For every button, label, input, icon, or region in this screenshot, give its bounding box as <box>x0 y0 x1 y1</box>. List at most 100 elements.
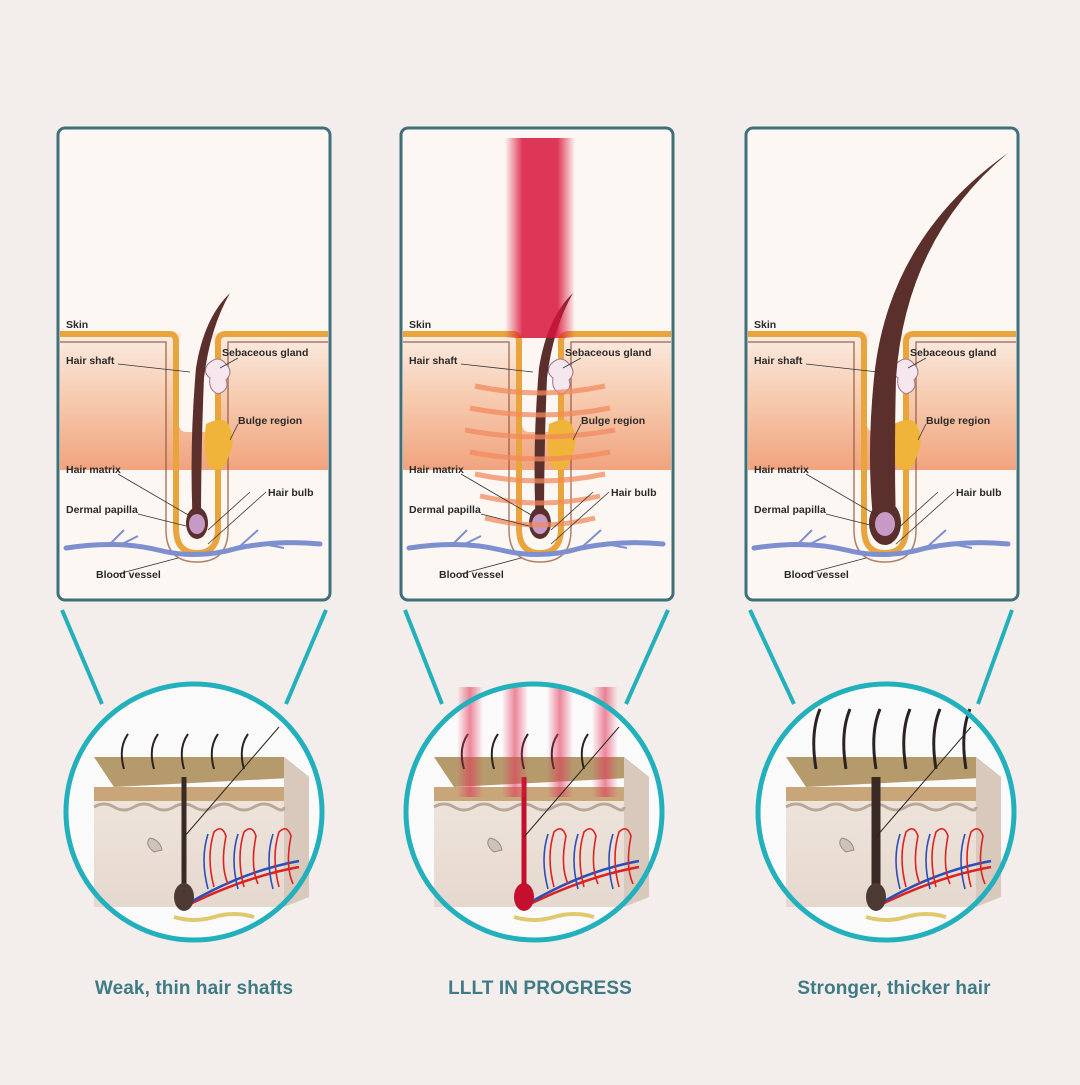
blood-vessel-branches <box>450 529 628 549</box>
light-wave <box>474 383 606 396</box>
dermal-papilla <box>875 512 895 536</box>
laser-beam <box>547 687 573 797</box>
hair-shaft <box>870 153 1008 528</box>
caption-lllt: LLLT IN PROGRESS <box>448 978 632 999</box>
label-hair-matrix: Hair matrix <box>754 464 809 476</box>
hair-shaft <box>534 293 573 528</box>
vein <box>528 859 640 905</box>
panel-background <box>401 128 673 600</box>
capillary-loop <box>203 833 209 890</box>
fat-cells <box>173 912 255 922</box>
blood-vessel <box>63 540 323 557</box>
epidermis-layer <box>786 787 976 801</box>
label-hair-bulb: Hair bulb <box>268 487 314 499</box>
label-sebaceous-gland: Sebaceous gland <box>910 347 996 359</box>
label-skin: Skin <box>66 319 88 331</box>
laser-beam <box>502 687 528 797</box>
pointer-line <box>523 726 620 838</box>
hair-strand <box>902 708 912 770</box>
capillary-loop <box>925 833 931 890</box>
capillary-loop <box>573 833 579 890</box>
label-hair-bulb: Hair bulb <box>956 487 1002 499</box>
light-wave <box>479 493 601 506</box>
capillary-loop <box>966 828 986 888</box>
label-sebaceous-gland: Sebaceous gland <box>565 347 651 359</box>
light-wave <box>464 427 616 440</box>
label-hair-bulb: Hair bulb <box>611 487 657 499</box>
panel-frame <box>744 126 1020 602</box>
hair-strand <box>812 708 822 770</box>
follicle-bulb <box>866 883 886 911</box>
vein <box>188 859 300 905</box>
label-hair-matrix: Hair matrix <box>66 464 121 476</box>
label-bulge-region: Bulge region <box>926 415 990 427</box>
label-dermal-papilla: Dermal papilla <box>754 504 826 516</box>
hair-strand <box>210 733 219 770</box>
epidermis-layer <box>94 787 284 801</box>
capillary-loop <box>543 833 549 890</box>
gland <box>839 837 855 853</box>
scalp-top-face <box>786 757 1001 787</box>
circle-ring <box>403 681 665 943</box>
scalp-top-face <box>94 757 309 787</box>
gland <box>487 837 503 853</box>
hair-strand <box>932 708 942 770</box>
label-bulge-region: Bulge region <box>238 415 302 427</box>
capillary-loop <box>579 828 599 888</box>
light-wave <box>484 515 596 528</box>
dermis-border <box>785 802 978 812</box>
capillary-loop <box>549 828 569 888</box>
caption-strong: Stronger, thicker hair <box>797 978 991 999</box>
connector-line-left <box>60 609 104 705</box>
dermis-border <box>93 802 286 812</box>
blood-vessel-branches <box>107 529 285 549</box>
leader-lines <box>117 357 267 575</box>
light-wave <box>469 405 611 418</box>
follicle-bulb <box>174 883 194 911</box>
follicle-outline <box>748 341 1016 563</box>
leader-lines <box>460 357 610 575</box>
connector-line-right <box>284 609 328 705</box>
blood-vessel <box>406 540 666 557</box>
bulge-region <box>892 419 921 470</box>
capillary-loop <box>608 833 614 890</box>
fat-cells <box>513 912 595 922</box>
connector-line-left <box>748 609 796 705</box>
panel-frame <box>399 126 675 602</box>
follicle-bulb <box>514 883 534 911</box>
label-dermal-papilla: Dermal papilla <box>66 504 138 516</box>
hair-strand <box>580 733 589 770</box>
label-hair-shaft: Hair shaft <box>409 355 458 367</box>
light-wave <box>469 449 611 462</box>
label-bulge-region: Bulge region <box>581 415 645 427</box>
blood-vessel-branches <box>795 529 973 549</box>
hair-strand <box>842 708 852 770</box>
label-blood-vessel: Blood vessel <box>96 569 161 581</box>
caption-weak: Weak, thin hair shafts <box>94 978 294 999</box>
capillary-loop <box>233 833 239 890</box>
gland <box>147 837 163 853</box>
skin-tissue <box>60 333 328 470</box>
label-hair-shaft: Hair shaft <box>754 355 803 367</box>
label-blood-vessel: Blood vessel <box>784 569 849 581</box>
light-wave <box>474 471 606 484</box>
blood-vessel <box>751 540 1011 557</box>
capillary-loop <box>239 828 259 888</box>
follicle-outline <box>403 341 671 563</box>
magnified-circle-strong <box>755 681 1017 943</box>
panel-frame <box>56 126 332 602</box>
capillary-loop <box>960 833 966 890</box>
capillary-loop <box>209 828 229 888</box>
hair-strand <box>120 733 129 770</box>
label-blood-vessel: Blood vessel <box>439 569 504 581</box>
magnified-circle-weak <box>63 681 325 943</box>
panel-background <box>58 128 330 600</box>
pointer-line <box>875 726 972 838</box>
capillary-loop <box>614 828 634 888</box>
capillary-loop <box>931 828 951 888</box>
skin-tissue <box>748 333 1016 470</box>
